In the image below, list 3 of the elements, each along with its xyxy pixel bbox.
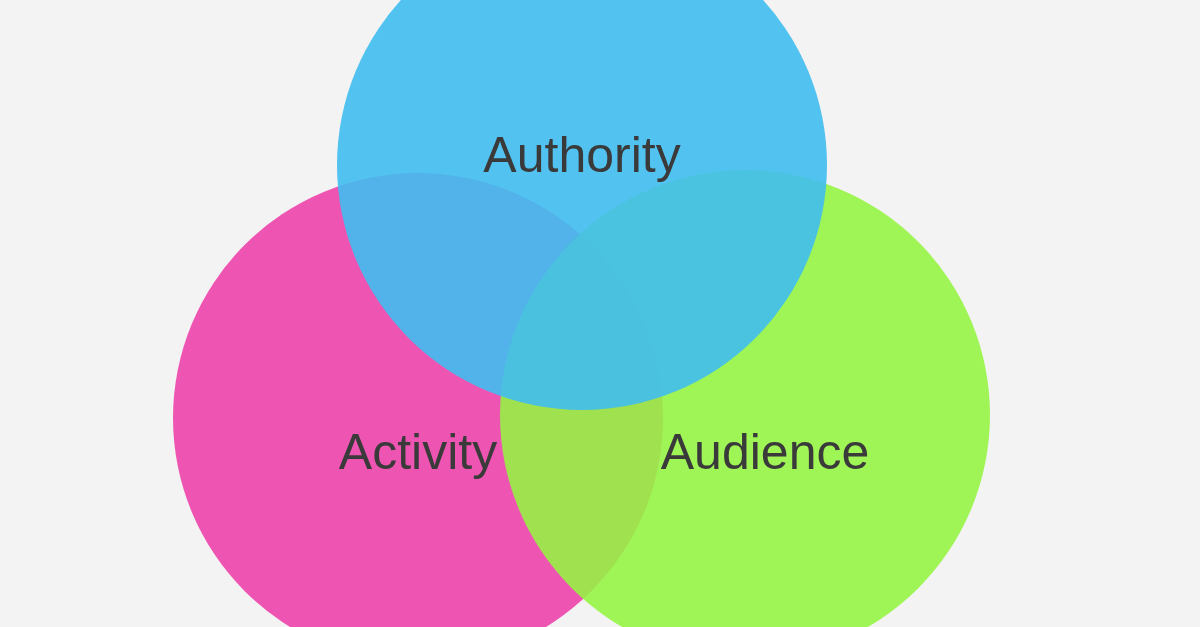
circle-label: Audience — [660, 423, 870, 481]
circle-label: Authority — [483, 126, 681, 184]
circle-label: Activity — [338, 423, 498, 481]
